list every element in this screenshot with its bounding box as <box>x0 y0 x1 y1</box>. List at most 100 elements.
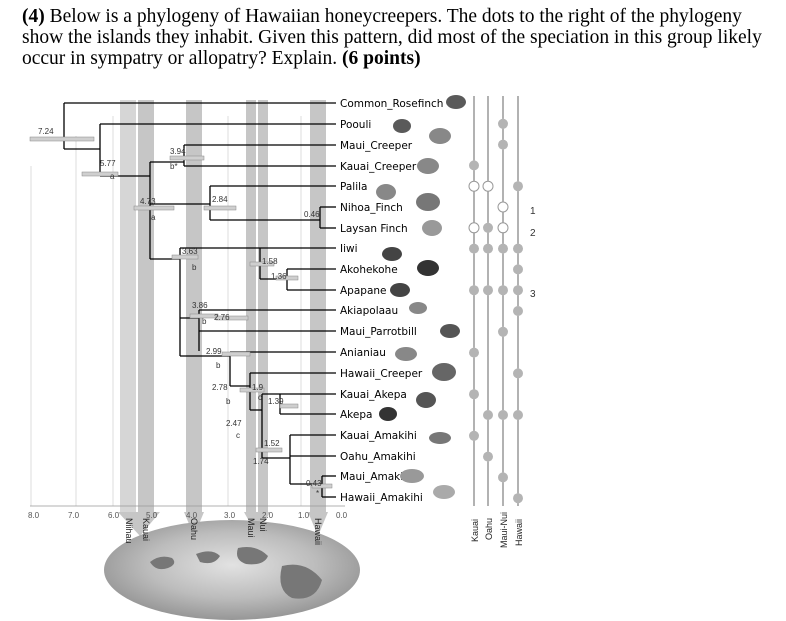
island-number: 2 <box>530 228 536 239</box>
species-label: Hawaii_Amakihi <box>340 492 423 504</box>
bird-illustration <box>379 407 397 421</box>
node-age-root: 7.24 <box>38 127 54 136</box>
island-dot <box>513 368 523 379</box>
species-label: Maui_Parrotbill <box>340 326 417 338</box>
island-dot <box>498 285 508 296</box>
species-label: Maui_Creeper <box>340 140 413 152</box>
bird-illustration <box>409 302 427 314</box>
node-age-0.46: 0.46 <box>304 210 320 219</box>
species-label: Apapane <box>340 285 387 297</box>
island-dot <box>498 326 508 337</box>
bird-illustration <box>422 220 442 236</box>
island-dot <box>483 451 493 462</box>
island-dot <box>513 306 523 316</box>
question-number: (4) <box>22 6 45 27</box>
node-age-1.39: 1.39 <box>268 397 284 406</box>
axis-tick: 7.0 <box>68 511 80 520</box>
node-age-3.86: 3.86 <box>192 301 208 310</box>
node-age-2.84: 2.84 <box>212 195 228 204</box>
bird-illustration <box>432 363 456 381</box>
species-label: Common_Rosefinch <box>340 98 443 110</box>
species-label: Kauai_Amakihi <box>340 430 417 442</box>
node-age-1.9: 1.9 <box>252 383 264 392</box>
bird-illustration <box>429 128 451 144</box>
phylogeny-figure: 7.24 5.77 3.94 4.73 2.84 0.46 3.63 1.58 … <box>28 95 536 620</box>
axis-tick: 8.0 <box>28 511 40 520</box>
node-letter: c <box>236 431 240 440</box>
island-dot <box>483 285 493 296</box>
node-letter: b <box>216 361 221 370</box>
island-dot <box>483 243 493 254</box>
island-dot <box>513 181 523 192</box>
bird-illustration <box>376 184 396 200</box>
species-label: Akohekohe <box>340 264 398 276</box>
island-dot-hollow <box>482 180 494 192</box>
island-dot <box>469 285 479 296</box>
node-letter: b <box>226 397 231 406</box>
bird-illustration <box>446 95 466 109</box>
question-points: (6 points) <box>342 48 421 69</box>
island-dot <box>498 118 508 129</box>
node-age-0.43: 0.43 <box>306 479 322 488</box>
island-dot <box>498 139 508 150</box>
node-age-5.77: 5.77 <box>100 159 116 168</box>
species-label: Akiapolaau <box>340 305 398 317</box>
island-dot <box>513 264 523 275</box>
bird-illustration <box>440 324 460 338</box>
island-dot <box>483 222 493 233</box>
node-letter: a <box>151 213 156 222</box>
island-dot-hollow <box>468 180 480 192</box>
node-letter: b* <box>170 162 178 171</box>
island-dot <box>469 389 479 400</box>
island-number: 3 <box>530 289 536 300</box>
species-label: Poouli <box>340 119 371 131</box>
bird-illustration <box>416 193 440 211</box>
island-dot <box>469 430 479 441</box>
axis-tick: 5.0 <box>146 511 158 520</box>
island-dot-hollow <box>468 222 480 234</box>
bird-illustration <box>429 432 451 444</box>
node-letter: b <box>192 263 197 272</box>
island-column-label: Maui-Nui <box>499 512 509 548</box>
band-label-niihau: Niihau <box>124 518 134 544</box>
island-dot <box>483 410 493 420</box>
node-letter: b <box>202 317 207 326</box>
bird-illustration <box>393 119 411 133</box>
axis-tick: 1.0 <box>298 511 310 520</box>
band-label-oahu: Oahu <box>189 518 199 540</box>
island-dot <box>469 243 479 254</box>
node-age-1.36: 1.36 <box>271 272 287 281</box>
node-age-2.47: 2.47 <box>226 419 242 428</box>
node-age-2.99: 2.99 <box>206 347 222 356</box>
island-column-label: Oahu <box>484 518 494 540</box>
island-number: 1 <box>530 206 536 217</box>
island-dot-hollow <box>497 201 509 213</box>
question-text: (4) Below is a phylogeny of Hawaiian hon… <box>22 6 782 69</box>
band-label-nui: Nui <box>258 518 268 532</box>
node-age-2.76: 2.76 <box>214 313 230 322</box>
island-dot <box>498 243 508 254</box>
island-dot-hollow <box>497 222 509 234</box>
axis-tick: 6.0 <box>108 511 120 520</box>
question-body: Below is a phylogeny of Hawaiian honeycr… <box>22 6 762 69</box>
node-age-1.52: 1.52 <box>264 439 280 448</box>
node-age-1.74: 1.74 <box>253 457 269 466</box>
band-label-hawaii: Hawaii <box>313 518 323 545</box>
species-label: Oahu_Amakihi <box>340 451 416 463</box>
distribution-dots <box>468 118 523 504</box>
node-age-4.73: 4.73 <box>140 197 156 206</box>
axis-tick: 0.0 <box>336 511 348 520</box>
species-label: Maui_Amakihi <box>340 471 413 483</box>
species-label: Akepa <box>340 409 372 421</box>
island-dot <box>469 347 479 358</box>
species-label: Kauai_Creeper <box>340 161 417 173</box>
axis-tick: 2.0 <box>262 511 274 520</box>
bird-illustration <box>395 347 417 361</box>
node-letter: * <box>316 489 319 498</box>
node-letter: c <box>258 393 262 402</box>
island-dot <box>498 472 508 483</box>
island-dot <box>469 160 479 171</box>
island-column-label: Kauai <box>470 519 480 542</box>
bird-illustration <box>433 485 455 499</box>
island-dot <box>513 243 523 254</box>
